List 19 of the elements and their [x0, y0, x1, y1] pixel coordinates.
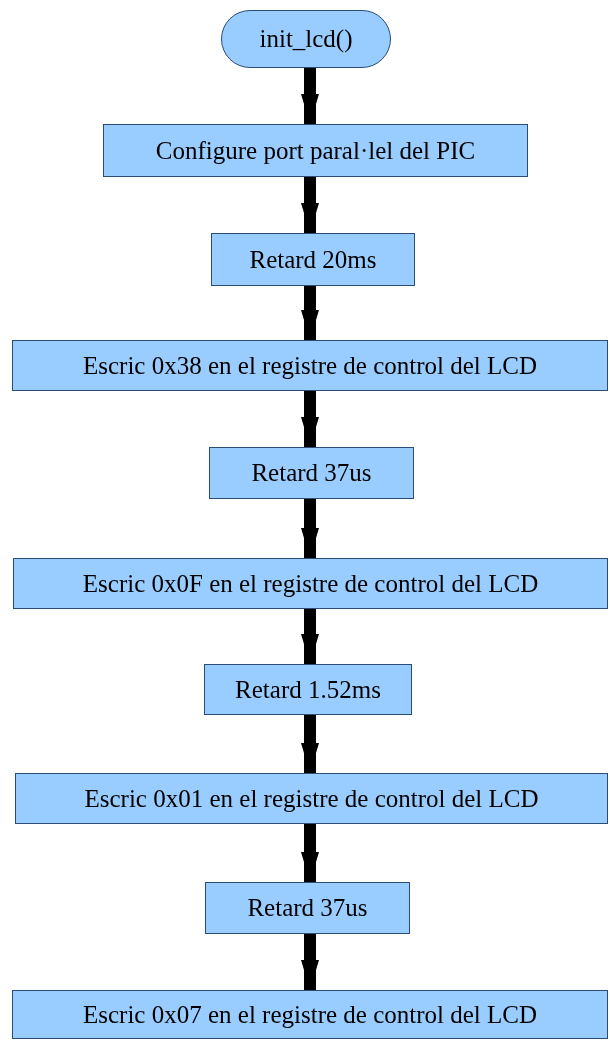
process-box: Retard 20ms — [211, 233, 415, 286]
process-box: Escric 0x38 en el registre de control del LCD — [12, 340, 608, 391]
process-box: Escric 0x07 en el registre de control del LCD — [12, 990, 608, 1039]
arrow — [301, 499, 319, 558]
process-box: Escric 0x0F en el registre de control del LCD — [13, 558, 608, 609]
arrow — [301, 934, 319, 990]
arrow — [301, 177, 319, 233]
arrow — [301, 824, 319, 882]
terminal-pill: init_lcd() — [221, 10, 391, 68]
arrow — [301, 609, 319, 664]
process-box: Retard 1.52ms — [204, 664, 412, 715]
process-box: Retard 37us — [209, 447, 414, 499]
arrow — [301, 68, 319, 124]
arrow — [301, 286, 319, 340]
arrow — [301, 391, 319, 447]
process-box: Retard 37us — [205, 882, 410, 934]
process-box: Configure port paral·lel del PIC — [103, 124, 528, 177]
process-box: Escric 0x01 en el registre de control del LCD — [15, 773, 608, 824]
arrow — [301, 715, 319, 773]
